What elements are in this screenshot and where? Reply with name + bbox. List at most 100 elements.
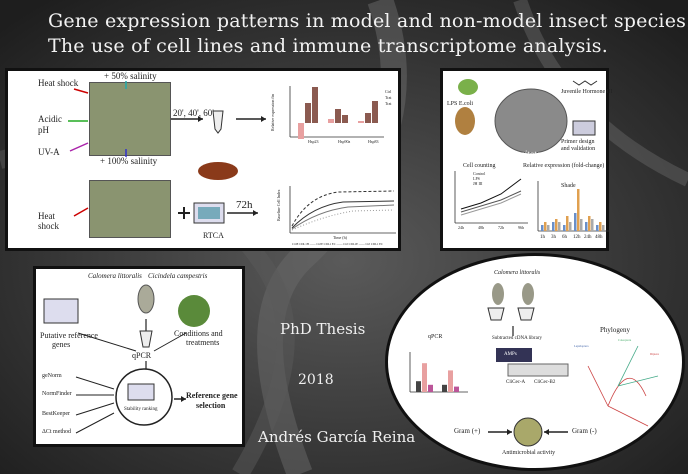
thesis-label: PhD Thesis — [280, 320, 366, 338]
gram-pos-label: Gram (+) — [454, 427, 481, 435]
expr-bar-1-1 — [555, 219, 558, 231]
time-points-label: 20', 40', 60' — [173, 108, 214, 118]
expr-bar-3-1 — [577, 189, 580, 231]
validation-label: and validation — [561, 146, 596, 152]
count-xtick-3: 96h — [518, 225, 524, 230]
sequence-icon — [496, 348, 532, 362]
count-xtick-2: 72h — [498, 225, 504, 230]
bar-xtick-1: Hsp23 — [308, 139, 319, 144]
bar-xtick-2: Hsp90a — [338, 139, 351, 144]
phylo-label-1: Lepidoptera — [574, 344, 589, 348]
selection-label-2: selection — [196, 401, 226, 410]
qpcr-bar-1-0 — [442, 384, 447, 392]
panel-reference-genes: Calomera littoralis Cicindela campestris… — [33, 266, 245, 447]
acidic-label: Acidic — [38, 114, 62, 124]
bar-legend-1: Ctrl — [385, 89, 392, 94]
year-label: 2018 — [298, 372, 334, 388]
panel-transcriptome: Calomera littoralis Subtracted cDNA libr… — [385, 253, 685, 471]
lps-label: LPS E.coli — [447, 101, 474, 107]
expr-bar-4-0 — [585, 222, 588, 231]
cell-index-chart — [289, 186, 396, 234]
curve-legend: CtrlE CDL1H —— CtrlE CDL1 EC —— Ctrl CDL… — [292, 242, 383, 246]
bar-0-2 — [312, 87, 318, 123]
title-line-2: The use of cell lines and immune transcr… — [48, 35, 609, 57]
phylo-label-3: Diptera — [650, 352, 659, 356]
curve-series-4 — [291, 209, 395, 231]
panel3-graphics — [43, 284, 210, 434]
cell-culture-icon — [494, 88, 568, 154]
beetle-icon — [198, 162, 238, 180]
red-arrow-icon — [73, 88, 89, 94]
method-genorm: geNorm — [42, 373, 62, 379]
expr-bar-2-0 — [563, 225, 566, 231]
legend-lps: LPS — [473, 176, 480, 181]
qpcr-bar-1-1 — [448, 370, 453, 392]
jh-label: Juvenile Hormone III — [561, 89, 613, 95]
bar-2-0 — [358, 121, 364, 123]
stability-label: Stability ranking — [124, 407, 158, 412]
computer-icon — [572, 120, 596, 136]
method-arrows-icon — [75, 376, 115, 434]
cell-culture-image-top — [89, 82, 171, 156]
expr-bar-0-2 — [547, 225, 550, 231]
expr-bar-4-2 — [591, 219, 594, 231]
lps-plate-icon — [458, 79, 478, 95]
panel4-graphics — [409, 283, 659, 447]
computer-icon — [43, 298, 79, 324]
bar-xtick-3: Hsp83 — [368, 139, 379, 144]
expr-bar-2-1 — [566, 216, 569, 231]
expr-xtick-1: 3h — [551, 235, 556, 240]
expr-bar-5-0 — [596, 225, 599, 231]
uva-label: UV-A — [38, 147, 60, 157]
salinity-100-label: + 100% salinity — [100, 156, 158, 166]
computer-icon-2 — [127, 383, 155, 401]
heat-shock-label-2: Heat — [38, 211, 55, 221]
cells-label: C. capitata cells — [501, 149, 560, 159]
cecropin-a-label: CliCec-A — [506, 380, 526, 385]
alignment-icon — [507, 363, 569, 377]
expr-bar-2-2 — [569, 222, 572, 231]
phylogeny-tree-icon — [587, 365, 649, 427]
count-series-1 — [460, 190, 522, 213]
gram-neg-label: Gram (-) — [572, 427, 597, 435]
conditions-label-1: Conditions and — [174, 329, 223, 338]
tube-icon — [212, 110, 224, 134]
conditions-label-2: treatments — [186, 338, 220, 347]
expr-bar-3-2 — [580, 219, 583, 231]
expr-xtick-5: 48h — [595, 235, 603, 240]
bar-legend-2: Trat — [385, 95, 392, 100]
expr-bar-5-1 — [599, 222, 602, 231]
count-series-0 — [460, 178, 522, 210]
legend-jh: JH III — [473, 181, 483, 186]
putative-label-1: Putative reference — [40, 331, 98, 340]
panel2-graphics — [454, 79, 609, 232]
shade-label: Shade — [561, 183, 576, 189]
method-bestkeeper: BestKeeper — [42, 411, 70, 417]
species-label: Calomera littoralis — [494, 270, 541, 276]
bar-chart-ylabel: Relative expression fin — [270, 94, 275, 131]
bar-0-0 — [298, 123, 304, 139]
relexp-label: Relative expression (fold-change) — [523, 163, 605, 169]
count-series-2 — [460, 193, 522, 216]
species-2-label: Cicindela campestris — [148, 272, 208, 280]
qpcr-bar-chart — [409, 352, 468, 393]
method-normfinder: NormFinder — [42, 391, 72, 397]
panel1-graphics — [68, 81, 396, 234]
beetle-icon-2 — [522, 283, 534, 305]
curve-xlabel: Time (h) — [333, 235, 347, 240]
expr-xtick-3: 12h — [573, 235, 581, 240]
qpcr-bar-0-1 — [422, 363, 427, 392]
ph-label: pH — [38, 125, 49, 135]
qpcr-bar-0-2 — [428, 384, 433, 392]
red-arrow-icon-2 — [73, 207, 89, 217]
bar-2-1 — [365, 113, 371, 123]
purple-arrow-icon — [69, 142, 89, 152]
expression-bar-chart — [289, 86, 384, 139]
library-label: Subtracted cDNA library — [492, 336, 542, 341]
antimicrobial-label: Antimicrobial activity — [502, 450, 556, 456]
cell-culture-image-bottom — [89, 180, 171, 238]
bar-2-2 — [372, 101, 378, 123]
expr-xtick-4: 24h — [584, 235, 592, 240]
primer-label: Primer design — [561, 139, 595, 145]
plus-icon — [178, 207, 190, 219]
